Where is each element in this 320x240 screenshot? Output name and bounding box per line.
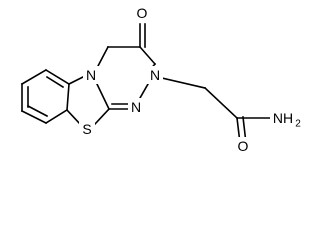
triazinone-ring <box>96 23 157 110</box>
svg-text:N: N <box>150 67 160 83</box>
atom-nitrogen-lower: N <box>128 98 144 116</box>
svg-text:2: 2 <box>295 119 301 130</box>
atom-labels: O N N N S O NH <box>79 4 304 155</box>
atom-sulfur: S <box>79 120 95 138</box>
atom-oxygen-ketone: O <box>134 4 150 22</box>
thiazole-ring <box>65 74 111 126</box>
chemical-structure: O N N N S O NH <box>20 4 304 155</box>
atom-nitrogen-right: N <box>147 66 163 84</box>
svg-text:O: O <box>238 138 249 154</box>
svg-text:N: N <box>131 99 141 115</box>
atom-amine-nh2: NH 2 <box>270 108 304 130</box>
svg-text:S: S <box>82 121 91 137</box>
svg-text:N: N <box>86 67 96 83</box>
benzene-ring <box>20 68 71 125</box>
molecule-drawing: O N N N S O NH <box>20 4 304 155</box>
svg-text:NH: NH <box>273 110 293 126</box>
acetamide-chain <box>161 77 272 144</box>
atom-nitrogen-fused: N <box>83 66 99 84</box>
atom-oxygen-amide: O <box>235 137 251 155</box>
svg-text:O: O <box>137 5 148 21</box>
